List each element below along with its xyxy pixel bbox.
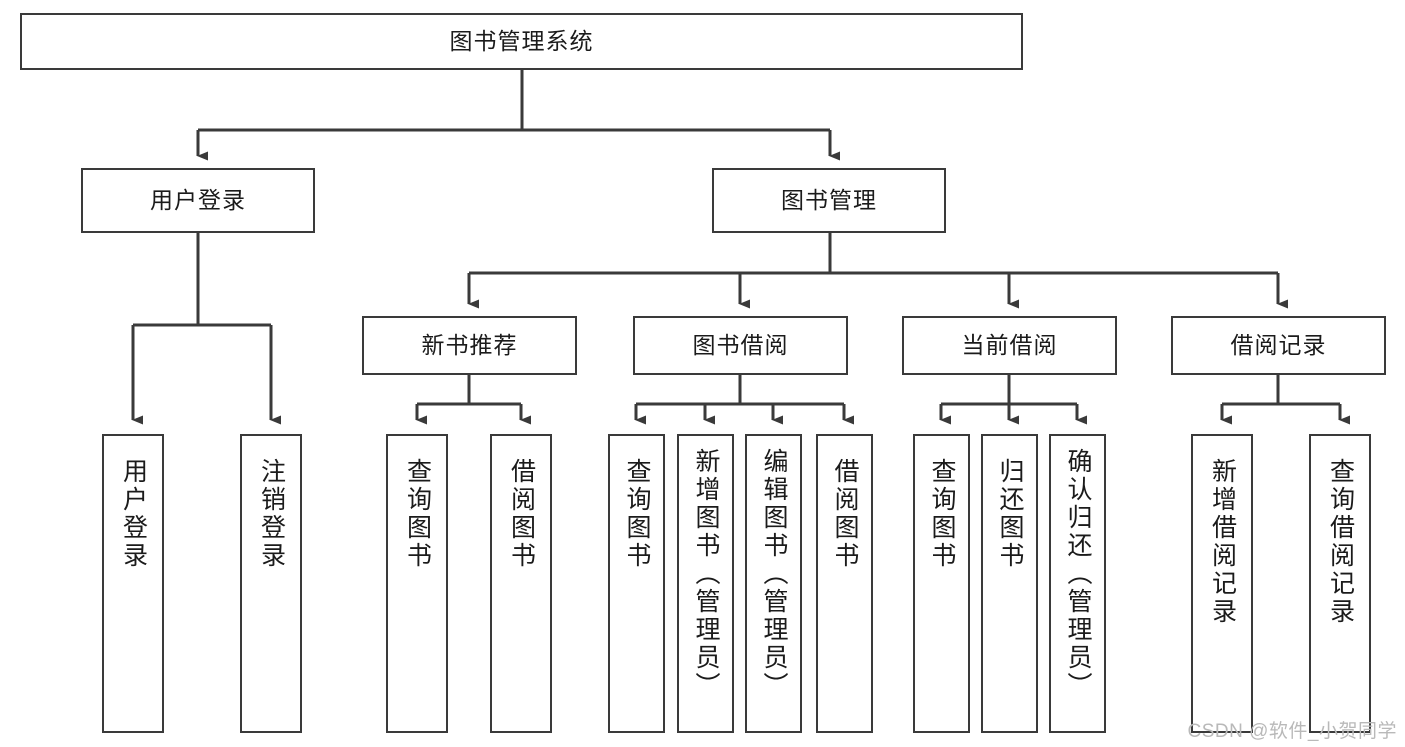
node-label: 用户登录 <box>119 458 148 570</box>
leaf-query-book-recommend[interactable]: 查询图书 <box>386 434 448 733</box>
node-user-login[interactable]: 用户登录 <box>81 168 315 233</box>
node-book-borrow[interactable]: 图书借阅 <box>633 316 848 375</box>
node-label: 归还图书 <box>996 458 1024 570</box>
node-label: 查询图书 <box>403 458 432 570</box>
leaf-borrow-book[interactable]: 借阅图书 <box>816 434 873 733</box>
leaf-borrow-book-recommend[interactable]: 借阅图书 <box>490 434 552 733</box>
node-label: 当前借阅 <box>961 332 1058 359</box>
node-label: 借阅图书 <box>507 458 536 570</box>
leaf-return-book[interactable]: 归还图书 <box>981 434 1038 733</box>
node-label: 新增借阅记录 <box>1208 458 1237 626</box>
node-label: 查询图书 <box>623 458 651 570</box>
node-label: 图书管理 <box>781 187 877 214</box>
node-book-management[interactable]: 图书管理 <box>712 168 946 233</box>
leaf-query-book-borrow[interactable]: 查询图书 <box>608 434 665 733</box>
leaf-confirm-return-admin[interactable]: 确认归还（管理员） <box>1049 434 1106 733</box>
node-root-book-management-system[interactable]: 图书管理系统 <box>20 13 1023 70</box>
node-label: 图书借阅 <box>692 332 789 359</box>
node-label: 确认归还（管理员） <box>1064 448 1092 700</box>
leaf-logout[interactable]: 注销登录 <box>240 434 302 733</box>
node-label: 图书管理系统 <box>449 28 594 55</box>
node-label: 借阅图书 <box>831 458 859 570</box>
watermark-text: CSDN @软件_小贺同学 <box>1187 721 1397 742</box>
leaf-query-book-current[interactable]: 查询图书 <box>913 434 970 733</box>
node-label: 编辑图书（管理员） <box>760 448 788 700</box>
node-label: 用户登录 <box>150 187 246 214</box>
node-label: 查询图书 <box>928 458 956 570</box>
node-label: 新书推荐 <box>421 332 518 359</box>
node-borrow-record[interactable]: 借阅记录 <box>1171 316 1386 375</box>
leaf-query-borrow-record[interactable]: 查询借阅记录 <box>1309 434 1371 733</box>
node-label: 借阅记录 <box>1230 332 1327 359</box>
node-current-borrow[interactable]: 当前借阅 <box>902 316 1117 375</box>
leaf-add-borrow-record[interactable]: 新增借阅记录 <box>1191 434 1253 733</box>
leaf-add-book-admin[interactable]: 新增图书（管理员） <box>677 434 734 733</box>
node-new-book-recommend[interactable]: 新书推荐 <box>362 316 577 375</box>
node-label: 查询借阅记录 <box>1326 458 1355 626</box>
leaf-user-login[interactable]: 用户登录 <box>102 434 164 733</box>
leaf-edit-book-admin[interactable]: 编辑图书（管理员） <box>745 434 802 733</box>
node-label: 新增图书（管理员） <box>692 448 720 700</box>
node-label: 注销登录 <box>257 458 286 570</box>
